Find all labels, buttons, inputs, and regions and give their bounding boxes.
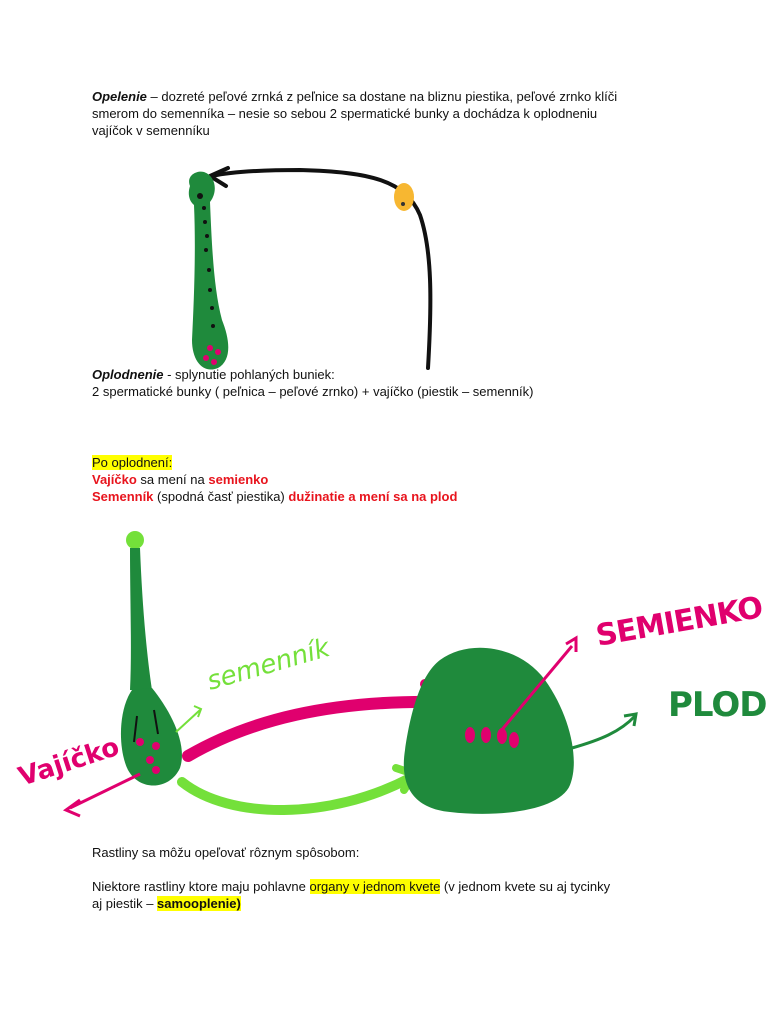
stigma <box>126 531 144 549</box>
row1-connector: sa mení na <box>136 472 209 487</box>
samooplenie-highlight: samooplenie) <box>157 896 241 911</box>
plod-pointer <box>571 714 637 750</box>
niektore-line-2: aj piestik – samooplenie) <box>92 895 241 912</box>
po-oplodneni-row-1: Vajíčko sa mení na semienko <box>92 471 268 488</box>
pollen-grain <box>394 183 414 211</box>
opelenie-line-3: vajíčok v semenníku <box>92 123 210 138</box>
fruit-formation-drawing: semenník Vajíčko SEMIENKO PLOD <box>15 531 768 818</box>
semennik-word: Semenník <box>92 489 154 504</box>
semennik-pointer <box>175 709 201 733</box>
semienko-label: SEMIENKO <box>593 590 765 654</box>
vajicko-pointer <box>69 772 141 810</box>
ovary <box>120 688 182 786</box>
opelenie-line-1: Opelenie – dozreté peľové zrnká z peľnic… <box>92 88 617 105</box>
oplodnenie-line-2: 2 spermatické bunky ( peľnica – peľové z… <box>92 384 534 399</box>
rastliny-line: Rastliny sa môžu opeľovať rôznym spôsobo… <box>92 845 360 860</box>
oplodnenie-term: Oplodnenie <box>92 367 164 382</box>
semienko-word: semienko <box>208 472 269 487</box>
opelenie-text-1: – dozreté peľové zrnká z peľnice sa dost… <box>146 89 618 104</box>
po-oplodneni-heading-line: Po oplodnení: <box>92 454 173 471</box>
pollen-path-arrow <box>210 167 433 370</box>
ovule-dots <box>203 345 221 365</box>
semienko-pointer <box>498 645 574 733</box>
opelenie-line-2: smerom do semenníka – nesie so sebou 2 s… <box>92 106 598 121</box>
po-oplodneni-row-2: Semenník (spodná časť piestika) dužinati… <box>92 488 457 505</box>
seeds <box>465 727 519 748</box>
ovary-to-fruit-arrow <box>177 773 415 815</box>
organy-highlight: organy v jednom kvete <box>309 879 441 894</box>
vajicko-word: Vajíčko <box>92 472 137 487</box>
po-oplodneni-heading: Po oplodnení: <box>92 455 173 470</box>
pollen-tube-dots <box>197 193 215 328</box>
oplodnenie-line-1: Oplodnenie - splynutie pohlaných buniek: <box>92 366 335 383</box>
vajicko-label: Vajíčko <box>15 732 123 793</box>
row2-connector: (spodná časť piestika) <box>153 489 289 504</box>
plod-label: PLOD <box>668 685 767 725</box>
semennik-label: semenník <box>204 633 334 697</box>
pollination-drawing <box>188 166 433 370</box>
duzinatie-phrase: dužinatie a mení sa na plod <box>288 489 458 504</box>
ovule-to-seed-arrow <box>182 695 446 762</box>
oplodnenie-text-1: - splynutie pohlaných buniek: <box>163 367 335 382</box>
niektore-text-d: aj piestik – <box>92 896 158 911</box>
pistil-style <box>130 548 152 690</box>
opelenie-term: Opelenie <box>92 89 147 104</box>
niektore-text-a: Niektore rastliny ktore maju pohlavne <box>92 879 310 894</box>
niektore-text-c: (v jednom kvete su aj tycinky <box>440 879 611 894</box>
niektore-line-1: Niektore rastliny ktore maju pohlavne or… <box>92 878 610 895</box>
ovules <box>136 738 160 774</box>
